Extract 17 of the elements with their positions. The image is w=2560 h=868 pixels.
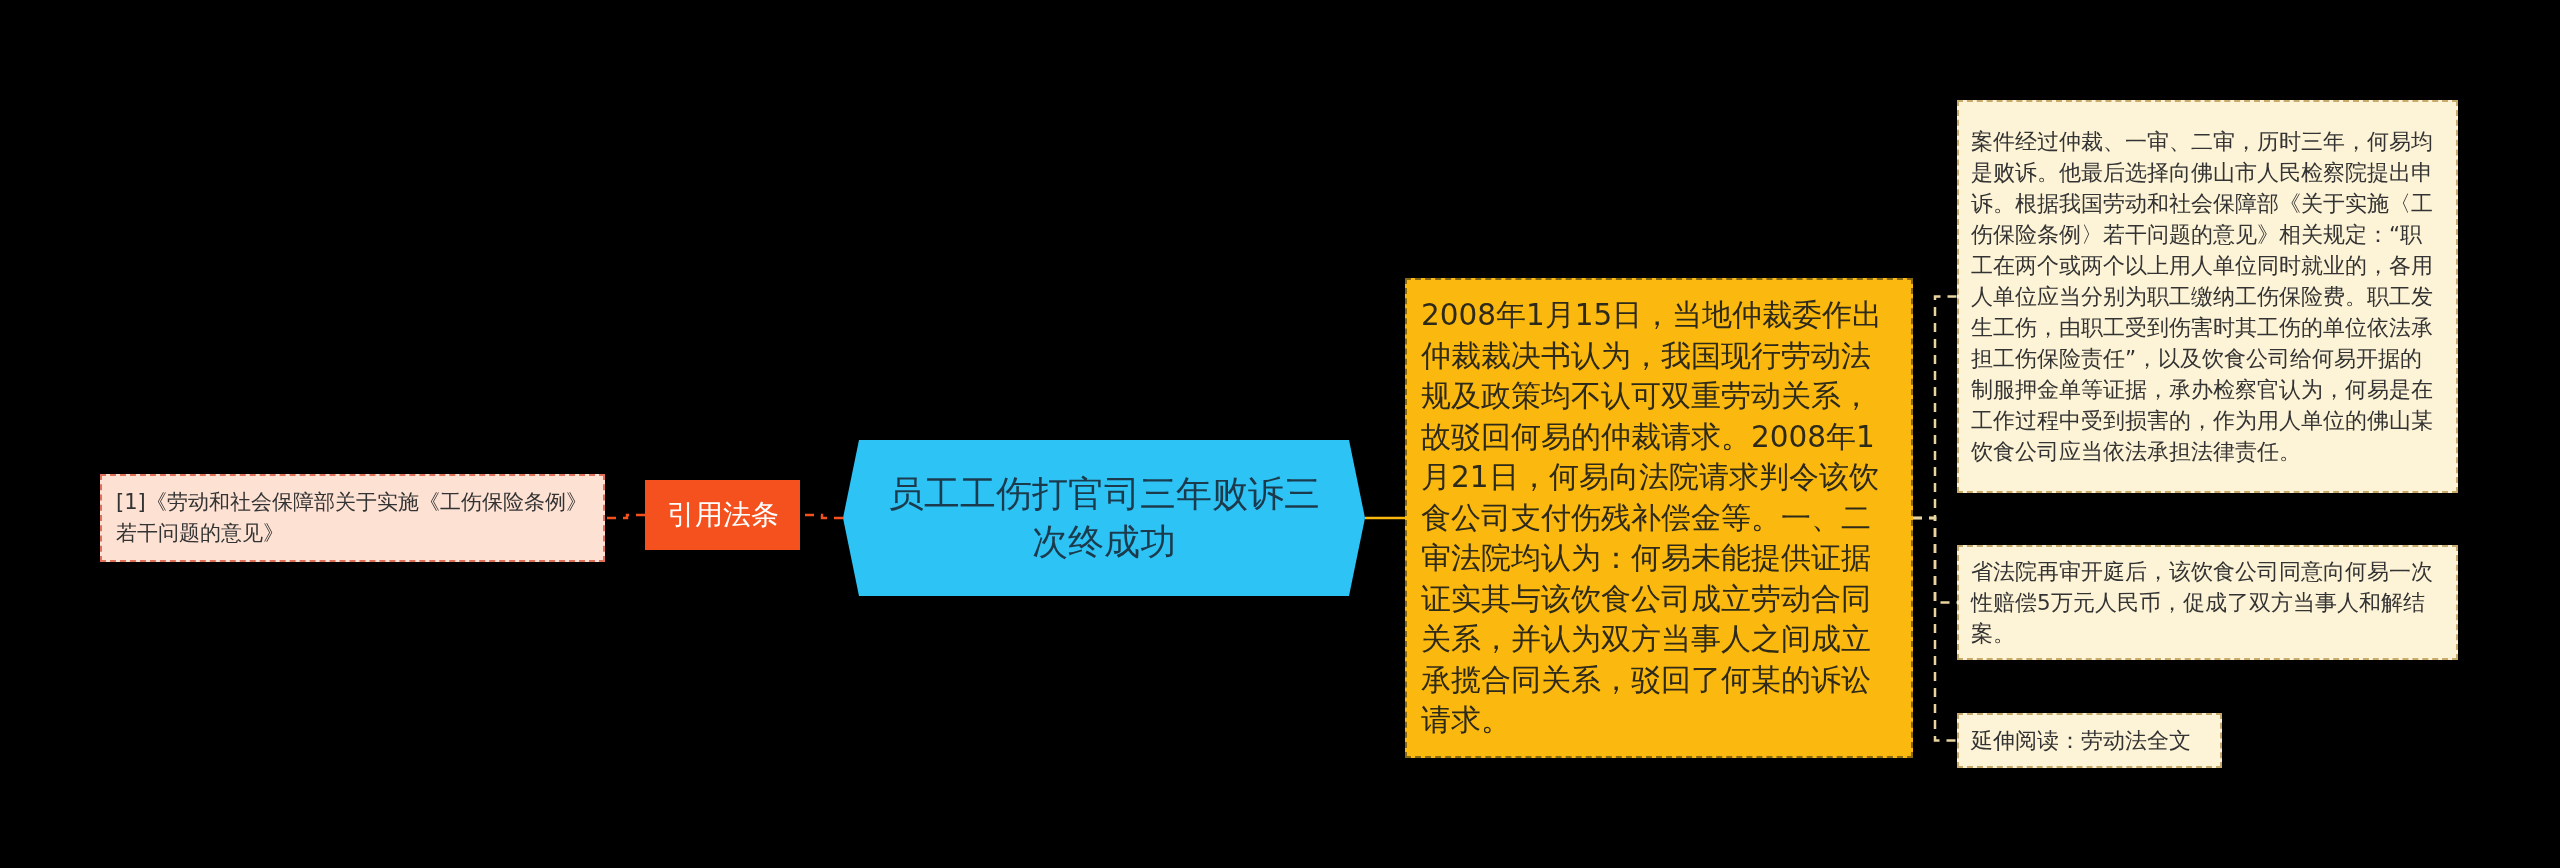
- central-topic-hexagon: [843, 440, 1365, 596]
- node-text: 2008年1月15日，当地仲裁委作出仲裁裁决书认为，我国现行劳动法规及政策均不认可双重劳动关系，故驳回何易的仲裁请求。2008年1月21日，何易向法院请求判令该饮食公司支付伤残补偿金等。一、二审法院均认为：何易未能提供证据证实其与该饮食公司成立劳动合同关系，并认为双方当事人之间成立承揽合同关系，驳回了何某的诉讼请求。: [1421, 297, 1884, 740]
- connector-line: [605, 513, 645, 520]
- note-box: [1957, 100, 2458, 493]
- note-box: [100, 474, 605, 562]
- note-box: [1957, 713, 2222, 768]
- node-text: 引用法条: [665, 497, 780, 533]
- node-text: 员工工伤打官司三年败诉三次终成功: [887, 472, 1321, 564]
- node-text: 省法院再审开庭后，该饮食公司同意向何易一次性赔偿5万元人民币，促成了双方当事人和解结案。: [1971, 558, 2434, 648]
- connector-line: [1365, 516, 1405, 520]
- connector-line: [1913, 516, 1957, 742]
- topic-box: [1405, 278, 1913, 758]
- node-text: [1]《劳动和社会保障部关于实施《工伤保险条例》若干问题的意见》: [116, 489, 588, 547]
- node-text: 延伸阅读：劳动法全文: [1971, 727, 2192, 755]
- topic-box: [645, 480, 800, 550]
- node-text: 案件经过仲裁、一审、二审，历时三年，何易均是败诉。他最后选择向佛山市人民检察院提出申诉。根据我国劳动和社会保障部《关于实施〈工伤保险条例〉若干问题的意见》相关规定：“职工在两个或两个以上用人单位同时就业的，各用人单位应当分别为职工缴纳工伤保险费。职工发生工伤，由职工受到伤害时其工伤的单位依法承担工伤保险责任”，以及饮食公司给何易开据的制服押金单等证据，承办检察官认为，何易是在工作过程中受到损害的，作为用人单位的佛山某饮食公司应当依法承担法律责任。: [1971, 128, 2434, 466]
- note-box: [1957, 545, 2458, 660]
